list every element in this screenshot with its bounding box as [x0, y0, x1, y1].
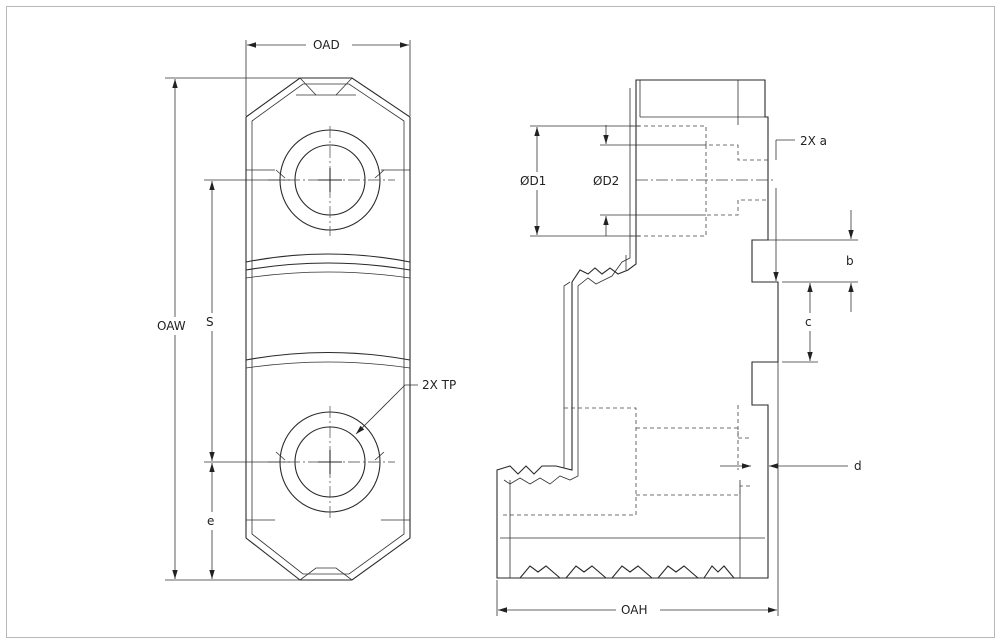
jaw-side-outline — [496, 79, 779, 579]
dim-label-oah: OAH — [621, 603, 647, 617]
dim-label-a: 2X a — [800, 134, 827, 148]
center-groove-top — [245, 253, 411, 263]
side-view — [496, 79, 779, 579]
dim-label-c: c — [805, 315, 812, 329]
front-view — [245, 77, 411, 581]
dim-label-e: e — [207, 514, 214, 528]
dim-label-d: d — [854, 459, 862, 473]
jaw-front-outline — [245, 77, 411, 581]
bottom-serrations — [519, 565, 735, 579]
dim-label-d1: ØD1 — [520, 174, 546, 188]
dim-label-b: b — [846, 254, 854, 268]
dim-label-s: S — [206, 315, 214, 329]
center-groove-bottom — [245, 351, 411, 361]
side-dimensions — [496, 125, 858, 619]
dim-label-oaw: OAW — [157, 319, 186, 333]
dim-label-oad: OAD — [313, 38, 340, 52]
front-dimensions — [155, 36, 418, 581]
dim-label-tp: 2X TP — [422, 378, 456, 392]
dim-label-d2: ØD2 — [593, 174, 619, 188]
